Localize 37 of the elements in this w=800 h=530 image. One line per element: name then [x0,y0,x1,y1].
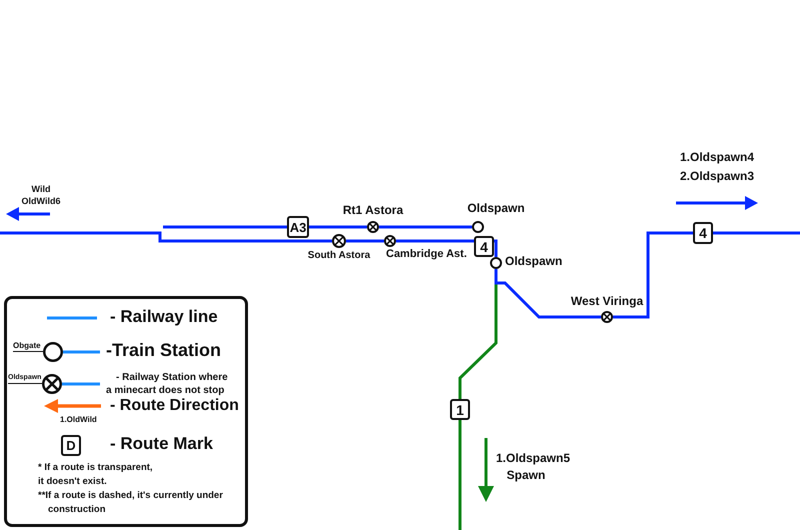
railway-line [396,240,474,242]
route-label: 1.Oldspawn5 [496,452,570,466]
route-label: 1.OldWild [60,415,97,424]
legend-label: - Railway line [110,307,218,327]
station-name: Rt1 Astora [342,204,404,218]
route-label: Spawn [506,469,546,483]
route-label: 1.Oldspawn4 [680,151,754,165]
railway-line [494,240,498,257]
route-label: OldWild6 [22,196,60,206]
railway-line [458,420,462,530]
route-marker: 4 [474,236,494,257]
station-name: Cambridge Ast. [386,248,467,261]
railway-line [494,269,601,318]
railway-line [346,240,384,242]
railway-line [379,226,472,228]
station-name: South Astora [308,250,370,262]
route-marker: 4 [693,222,713,244]
footnote: * If a route is transparent, it doesn't exist. [38,461,154,489]
station-name: Oldspawn [505,255,562,269]
railway-line [163,226,287,228]
route-marker: A3 [287,216,309,238]
railway-line [0,232,332,242]
station-name: West Viringa [570,295,644,309]
legend-label: - Route Mark [110,434,213,454]
route-marker: 1 [450,399,470,420]
footnote: **If a route is dashed, it's currently under construction [38,489,224,517]
station-name: Oldspawn [467,202,525,216]
station-name: Obgate [13,341,43,352]
legend-label: -Train Station [106,340,222,361]
route-marker: D [61,435,81,456]
railway-line [613,232,693,318]
railway-line [713,232,800,234]
route-label: Wild [32,184,50,194]
legend-label: - Route Direction [110,397,239,416]
railway-line [309,226,367,228]
route-label: 2.Oldspawn3 [680,170,754,184]
legend-label: - Railway Station where a minecart does not stop [106,371,229,397]
